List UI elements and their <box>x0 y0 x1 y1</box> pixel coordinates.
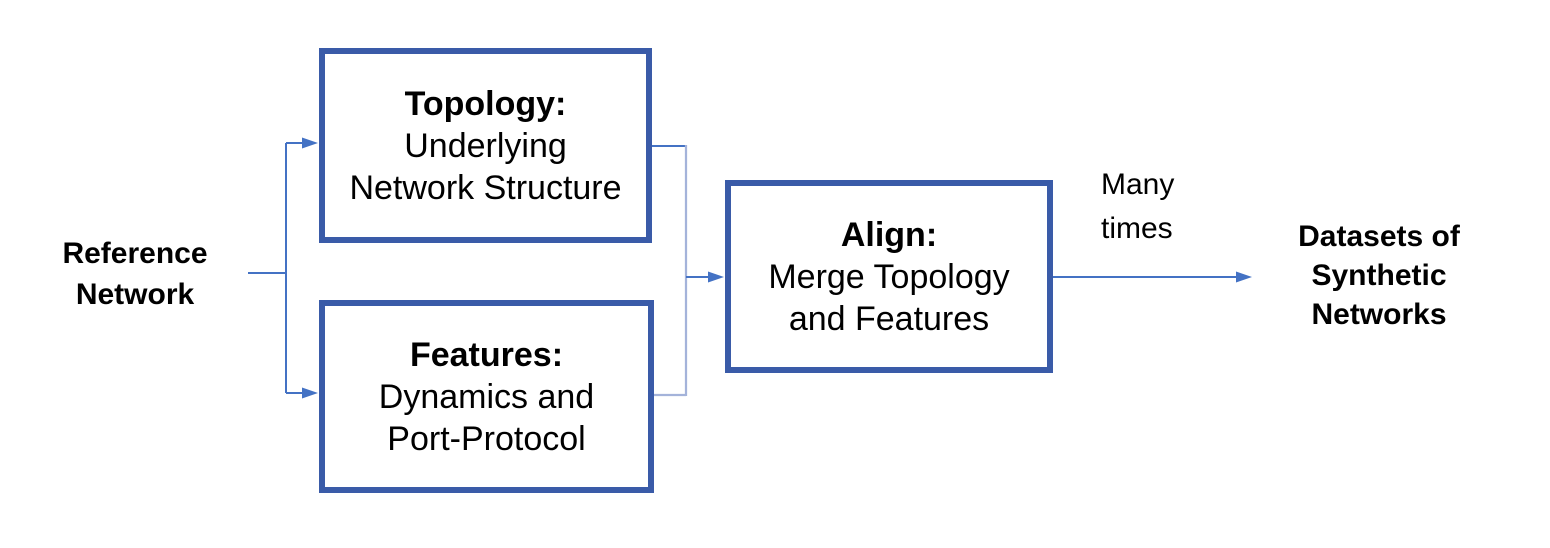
align-box-title: Align: <box>840 215 938 254</box>
features-box-line-2: Port-Protocol <box>387 419 586 458</box>
topology-box: Topology: Underlying Network Structure <box>319 48 652 243</box>
synthetic-datasets-line-3: Networks <box>1311 298 1447 331</box>
align-box-line-2: and Features <box>788 299 990 338</box>
arrowhead-features-icon <box>302 387 318 399</box>
reference-network-label: Reference Network <box>25 233 245 315</box>
arrowhead-output-icon <box>1236 271 1252 283</box>
features-box-line-1: Dynamics and <box>378 377 595 416</box>
features-box: Features: Dynamics and Port-Protocol <box>319 300 654 493</box>
reference-network-line-1: Reference <box>62 237 208 270</box>
features-box-title: Features: <box>409 335 564 374</box>
many-times-label: Many times <box>1101 163 1221 251</box>
arrowhead-align-icon <box>708 271 724 283</box>
reference-network-line-2: Network <box>75 278 195 311</box>
many-times-line-2: times <box>1101 212 1173 245</box>
align-box-line-1: Merge Topology <box>768 257 1010 296</box>
synthetic-datasets-line-2: Synthetic <box>1311 259 1447 292</box>
topology-box-title: Topology: <box>404 84 567 123</box>
synthetic-datasets-label: Datasets of Synthetic Networks <box>1270 217 1488 334</box>
topology-box-line-2: Network Structure <box>349 168 622 207</box>
align-box: Align: Merge Topology and Features <box>725 180 1053 373</box>
arrowhead-topology-icon <box>302 137 318 149</box>
many-times-line-1: Many <box>1101 168 1175 201</box>
topology-box-line-1: Underlying <box>404 126 567 165</box>
synthetic-datasets-line-1: Datasets of <box>1298 220 1460 253</box>
